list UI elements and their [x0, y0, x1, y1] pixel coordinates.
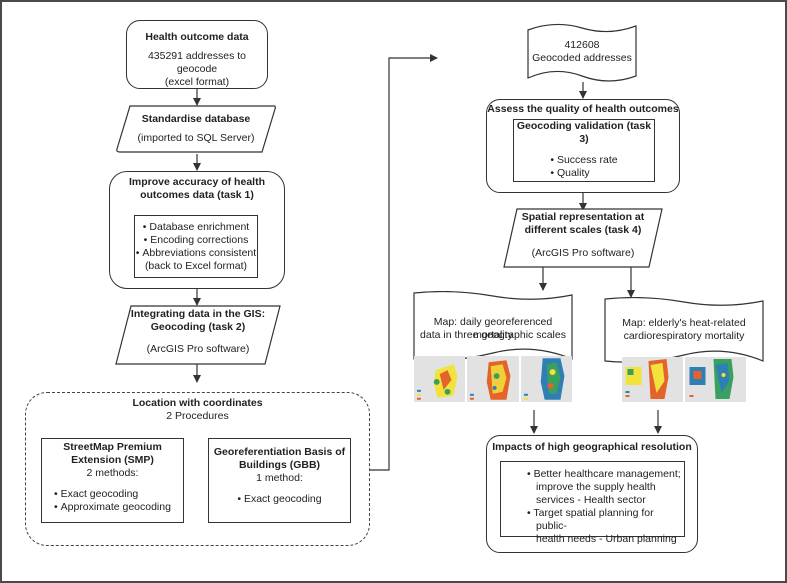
- geocoded-count: 412608: [564, 39, 600, 51]
- node-assess-quality: Assess the quality of health outcomes Ge…: [486, 99, 680, 193]
- impacts-list: • Better healthcare management; improve …: [500, 461, 685, 545]
- node-improve-accuracy: Improve accuracy of health outcomes data…: [109, 171, 285, 289]
- improve-title-line1: Improve accuracy of health: [129, 176, 265, 188]
- map1-label-line2: data in three geographic scales: [420, 329, 566, 341]
- map1-thumbnails: [414, 356, 572, 402]
- node-geocoded-addresses: 412608 Geocoded addresses: [527, 22, 637, 82]
- gbb-method-count: 1 method:: [256, 472, 303, 484]
- improve-note: (back to Excel format): [144, 260, 248, 272]
- improve-item: Abbreviations consistent: [135, 247, 257, 260]
- impact-item: • Better healthcare management; improve …: [527, 468, 684, 507]
- integrating-subtitle: (ArcGIS Pro software): [146, 343, 250, 355]
- assess-title: Assess the quality of health outcomes: [487, 103, 679, 115]
- improve-item: Encoding corrections: [135, 234, 257, 247]
- arrow-location-to-geocoded: [370, 54, 438, 471]
- node-spatial-representation: Spatial representation at different scal…: [503, 208, 663, 268]
- node-health-outcome-data: Health outcome data 435291 addresses to …: [126, 20, 268, 89]
- improve-title-line2: outcomes data (task 1): [140, 189, 254, 201]
- procedure-gbb: Georeferentiation Basis of Buildings (GB…: [208, 438, 351, 523]
- spatial-subtitle: (ArcGIS Pro software): [531, 247, 635, 259]
- location-title: Location with coordinates: [132, 397, 263, 409]
- map-thumbnail: [685, 357, 746, 402]
- gbb-title-line1: Georeferentiation Basis of: [213, 446, 346, 458]
- map-thumbnail: [520, 356, 572, 402]
- node-standardise-database: Standardise database (imported to SQL Se…: [116, 105, 276, 154]
- impact-item-line: • Target spatial planning for public-: [527, 507, 654, 532]
- validation-item: Quality: [550, 167, 617, 180]
- smp-method: Exact geocoding: [54, 488, 171, 501]
- impact-item-line: services - Health sector: [536, 494, 646, 506]
- smp-method: Approximate geocoding: [54, 501, 171, 514]
- map-thumbnail: [622, 357, 683, 402]
- smp-title-line1: StreetMap Premium: [63, 441, 162, 453]
- node-location-with-coordinates: Location with coordinates 2 Procedures S…: [25, 392, 370, 546]
- map2-label-line2: cardiorespiratory mortality: [623, 330, 745, 342]
- health-outcome-count: 435291 addresses to geocode: [147, 50, 247, 75]
- validation-item: Success rate: [550, 154, 618, 167]
- map2-label-line1: Map: elderly's heat-related: [622, 317, 746, 329]
- geocoded-label: Geocoded addresses: [532, 52, 632, 64]
- gbb-method: Exact geocoding: [209, 493, 350, 506]
- impact-item: • Target spatial planning for public- he…: [527, 507, 684, 546]
- impacts-title: Impacts of high geographical resolution: [492, 441, 692, 453]
- map-thumbnail: [414, 356, 466, 402]
- health-outcome-format: (excel format): [164, 76, 230, 88]
- node-map-heat-mortality: Map: elderly's heat-related cardiorespir…: [604, 297, 764, 411]
- impact-item-line: health needs - Urban planning: [536, 533, 677, 545]
- standardise-title: Standardise database: [141, 113, 251, 125]
- spatial-title-line2: different scales (task 4): [524, 224, 642, 236]
- node-integrating-gis: Integrating data in the GIS: Geocoding (…: [115, 305, 281, 365]
- geocoding-validation: Geocoding validation (task 3) Success ra…: [513, 119, 655, 182]
- node-impacts-resolution: Impacts of high geographical resolution …: [486, 435, 698, 553]
- standardise-subtitle: (imported to SQL Server): [137, 132, 255, 144]
- location-subtitle: 2 Procedures: [166, 410, 229, 422]
- spatial-title-line1: Spatial representation at: [521, 211, 645, 223]
- gbb-title-line2: Buildings (GBB): [238, 459, 321, 471]
- improve-item: Database enrichment: [135, 221, 257, 234]
- smp-title-line2: Extension (SMP): [71, 454, 154, 466]
- integrating-title-line1: Integrating data in the GIS:: [130, 308, 266, 320]
- node-map-daily-mortality: Map: daily georeferenced mortality data …: [413, 291, 573, 411]
- health-outcome-title: Health outcome data: [145, 31, 249, 43]
- validation-title: Geocoding validation (task 3): [516, 120, 652, 145]
- procedure-smp: StreetMap Premium Extension (SMP) 2 meth…: [41, 438, 184, 523]
- improve-task-list: Database enrichment Encoding corrections…: [134, 215, 258, 278]
- impact-item-line: • Better healthcare management;: [527, 468, 681, 480]
- map2-thumbnails: [622, 357, 746, 402]
- map-thumbnail: [467, 356, 519, 402]
- integrating-title-line2: Geocoding (task 2): [150, 321, 246, 333]
- impact-item-line: improve the supply health: [536, 481, 656, 493]
- map1-label-line1: Map: daily georeferenced mortality: [433, 316, 553, 341]
- smp-method-count: 2 methods:: [86, 467, 139, 479]
